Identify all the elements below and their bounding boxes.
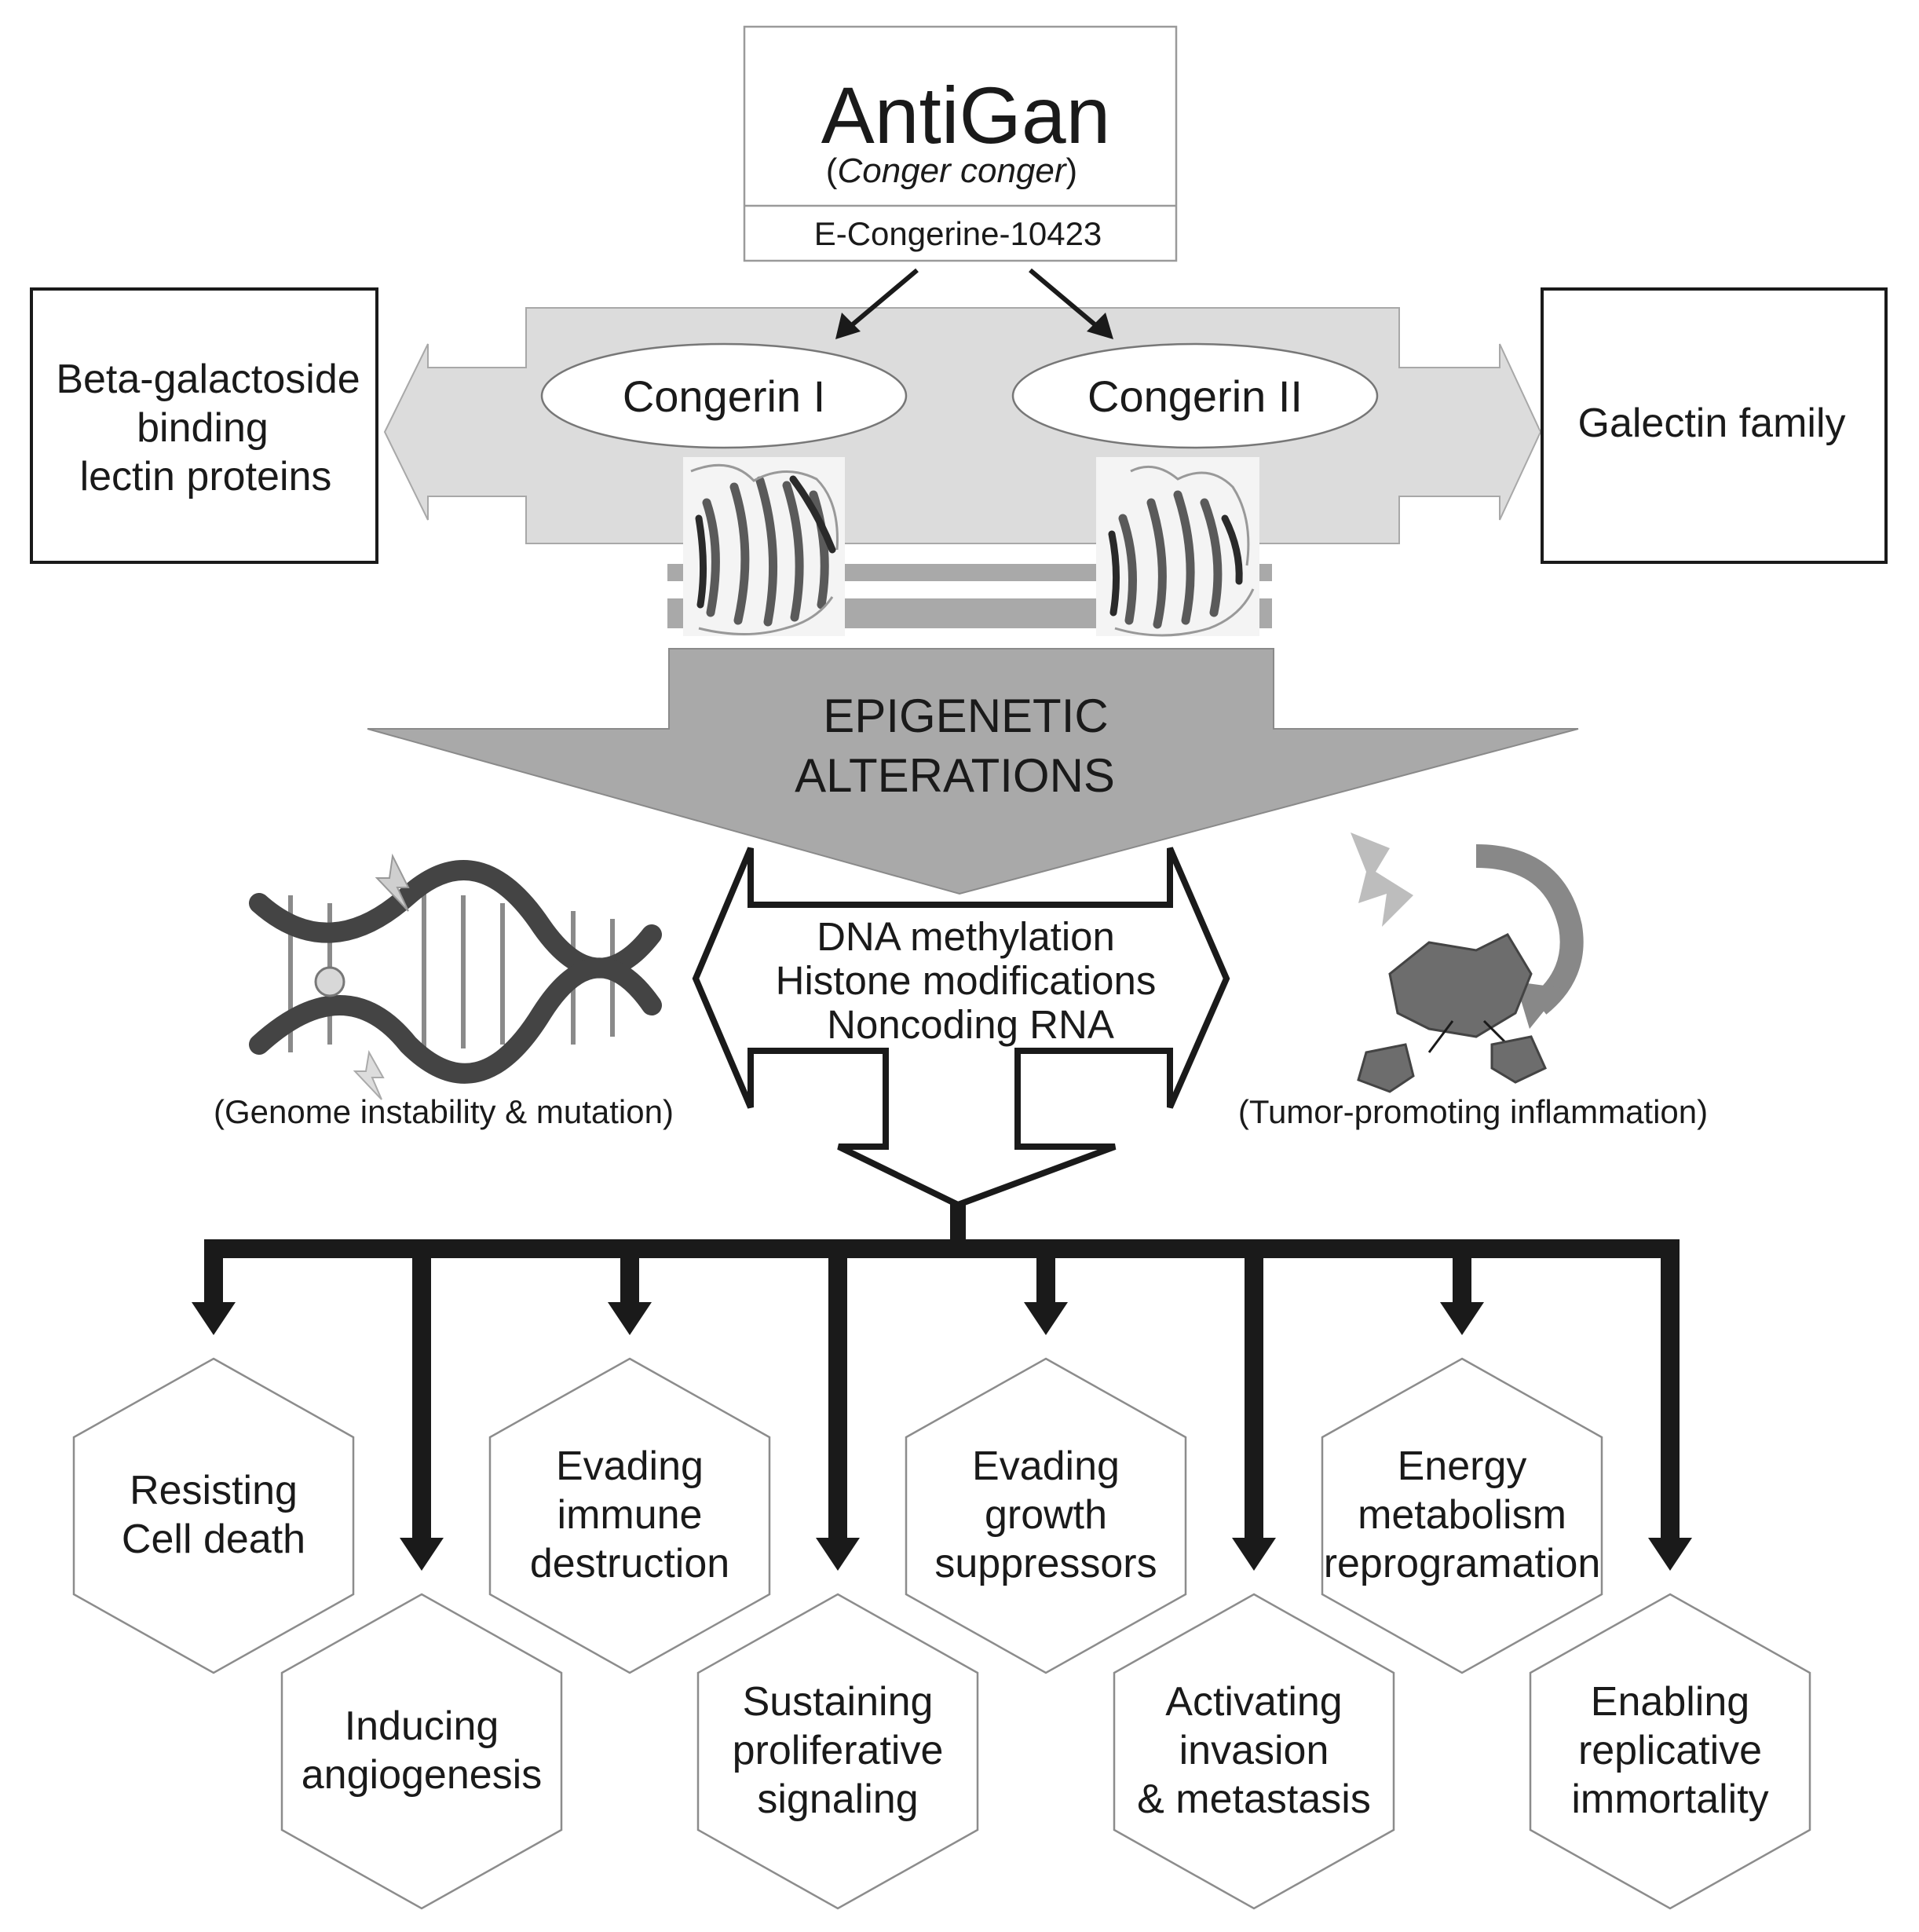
hallmark-label: Resisting xyxy=(130,1468,298,1513)
caption-genome-instability: (Genome instability & mutation) xyxy=(214,1093,674,1130)
dna-helix-image xyxy=(249,853,662,1100)
hallmark-label: Inducing xyxy=(345,1703,499,1749)
hallmark-label: immortality xyxy=(1571,1776,1768,1822)
antigan-species: (Conger conger) xyxy=(826,152,1077,190)
hallmark-label: destruction xyxy=(530,1541,729,1586)
hallmark-label: metabolism xyxy=(1358,1492,1566,1538)
hallmark-label: Enabling xyxy=(1591,1679,1749,1725)
left-box-line: Beta-galactoside xyxy=(56,357,360,402)
bus-stem xyxy=(1245,1249,1263,1539)
hallmark-label: Energy xyxy=(1398,1444,1527,1489)
hallmark-label: Evading xyxy=(556,1444,704,1489)
right-box-label: Galectin family xyxy=(1578,401,1846,446)
mechanism-label: DNA methylation xyxy=(817,914,1115,959)
caption-tumor-inflammation: (Tumor-promoting inflammation) xyxy=(1238,1093,1708,1130)
hallmark-label: Cell death xyxy=(122,1517,305,1562)
bus-bar xyxy=(204,1239,1680,1258)
distribution-bus xyxy=(192,1202,1692,1571)
hallmark-label: signaling xyxy=(757,1776,918,1822)
antigan-code: E-Congerine-10423 xyxy=(814,215,1102,252)
right-box: Galectin family xyxy=(1541,287,1888,564)
bus-stem xyxy=(620,1249,639,1304)
congerin-1-structure-image xyxy=(683,457,845,636)
epigenetic-label: EPIGENETIC xyxy=(823,690,1108,742)
hallmark-label: invasion xyxy=(1179,1728,1329,1773)
bus-stem xyxy=(1036,1249,1055,1304)
bus-stem xyxy=(412,1249,431,1539)
grey-double-arrow xyxy=(383,307,1542,544)
bus-feeder xyxy=(950,1202,966,1249)
epigenetic-label: ALTERATIONS xyxy=(795,749,1115,802)
hallmark-label: replicative xyxy=(1578,1728,1762,1773)
hallmark-label: reprogramation xyxy=(1324,1541,1601,1586)
hallmark-label: Sustaining xyxy=(743,1679,934,1725)
inflammation-image xyxy=(1351,832,1584,1093)
bus-arrowhead xyxy=(1648,1538,1692,1571)
header-arrows xyxy=(835,268,1113,339)
hallmark-label: Evading xyxy=(972,1444,1120,1489)
hallmark-label: growth xyxy=(985,1492,1107,1538)
hallmark-label: suppressors xyxy=(934,1541,1157,1586)
bus-stem xyxy=(1661,1249,1680,1539)
bus-stem xyxy=(828,1249,847,1539)
bus-stem xyxy=(1453,1249,1471,1304)
bus-arrowhead xyxy=(192,1302,236,1335)
congerin-2: Congerin II xyxy=(1011,342,1379,449)
antigan-header-box: AntiGan (Conger conger) E-Congerine-1042… xyxy=(743,25,1178,262)
mechanism-label: Histone modifications xyxy=(776,958,1157,1003)
bus-arrowhead xyxy=(608,1302,652,1335)
bus-arrowhead xyxy=(1024,1302,1068,1335)
bus-arrowhead xyxy=(1232,1538,1276,1571)
hallmark-label: angiogenesis xyxy=(302,1752,542,1798)
bus-stem xyxy=(204,1249,223,1304)
left-box: Beta-galactoside binding lectin proteins xyxy=(30,287,378,564)
hallmark-label: & metastasis xyxy=(1137,1776,1371,1822)
hallmark-label: proliferative xyxy=(733,1728,944,1773)
left-box-line: lectin proteins xyxy=(80,454,332,499)
left-box-line: binding xyxy=(137,405,269,451)
bus-arrowhead xyxy=(1440,1302,1484,1335)
mechanisms-arrow: DNA methylation Histone modifications No… xyxy=(692,847,1230,1209)
hallmark-label: immune xyxy=(557,1492,703,1538)
bus-arrowhead xyxy=(400,1538,444,1571)
congerin-1-label: Congerin I xyxy=(623,371,825,421)
congerin-1: Congerin I xyxy=(540,342,908,449)
antigan-title: AntiGan xyxy=(821,71,1111,160)
bus-arrowhead xyxy=(816,1538,860,1571)
congerin-2-structure-image xyxy=(1096,457,1259,637)
hallmark-label: Activating xyxy=(1165,1679,1342,1725)
congerin-2-label: Congerin II xyxy=(1087,371,1303,421)
mechanism-label: Noncoding RNA xyxy=(827,1002,1114,1047)
epigenetic-arrow: EPIGENETIC ALTERATIONS xyxy=(367,648,1579,895)
